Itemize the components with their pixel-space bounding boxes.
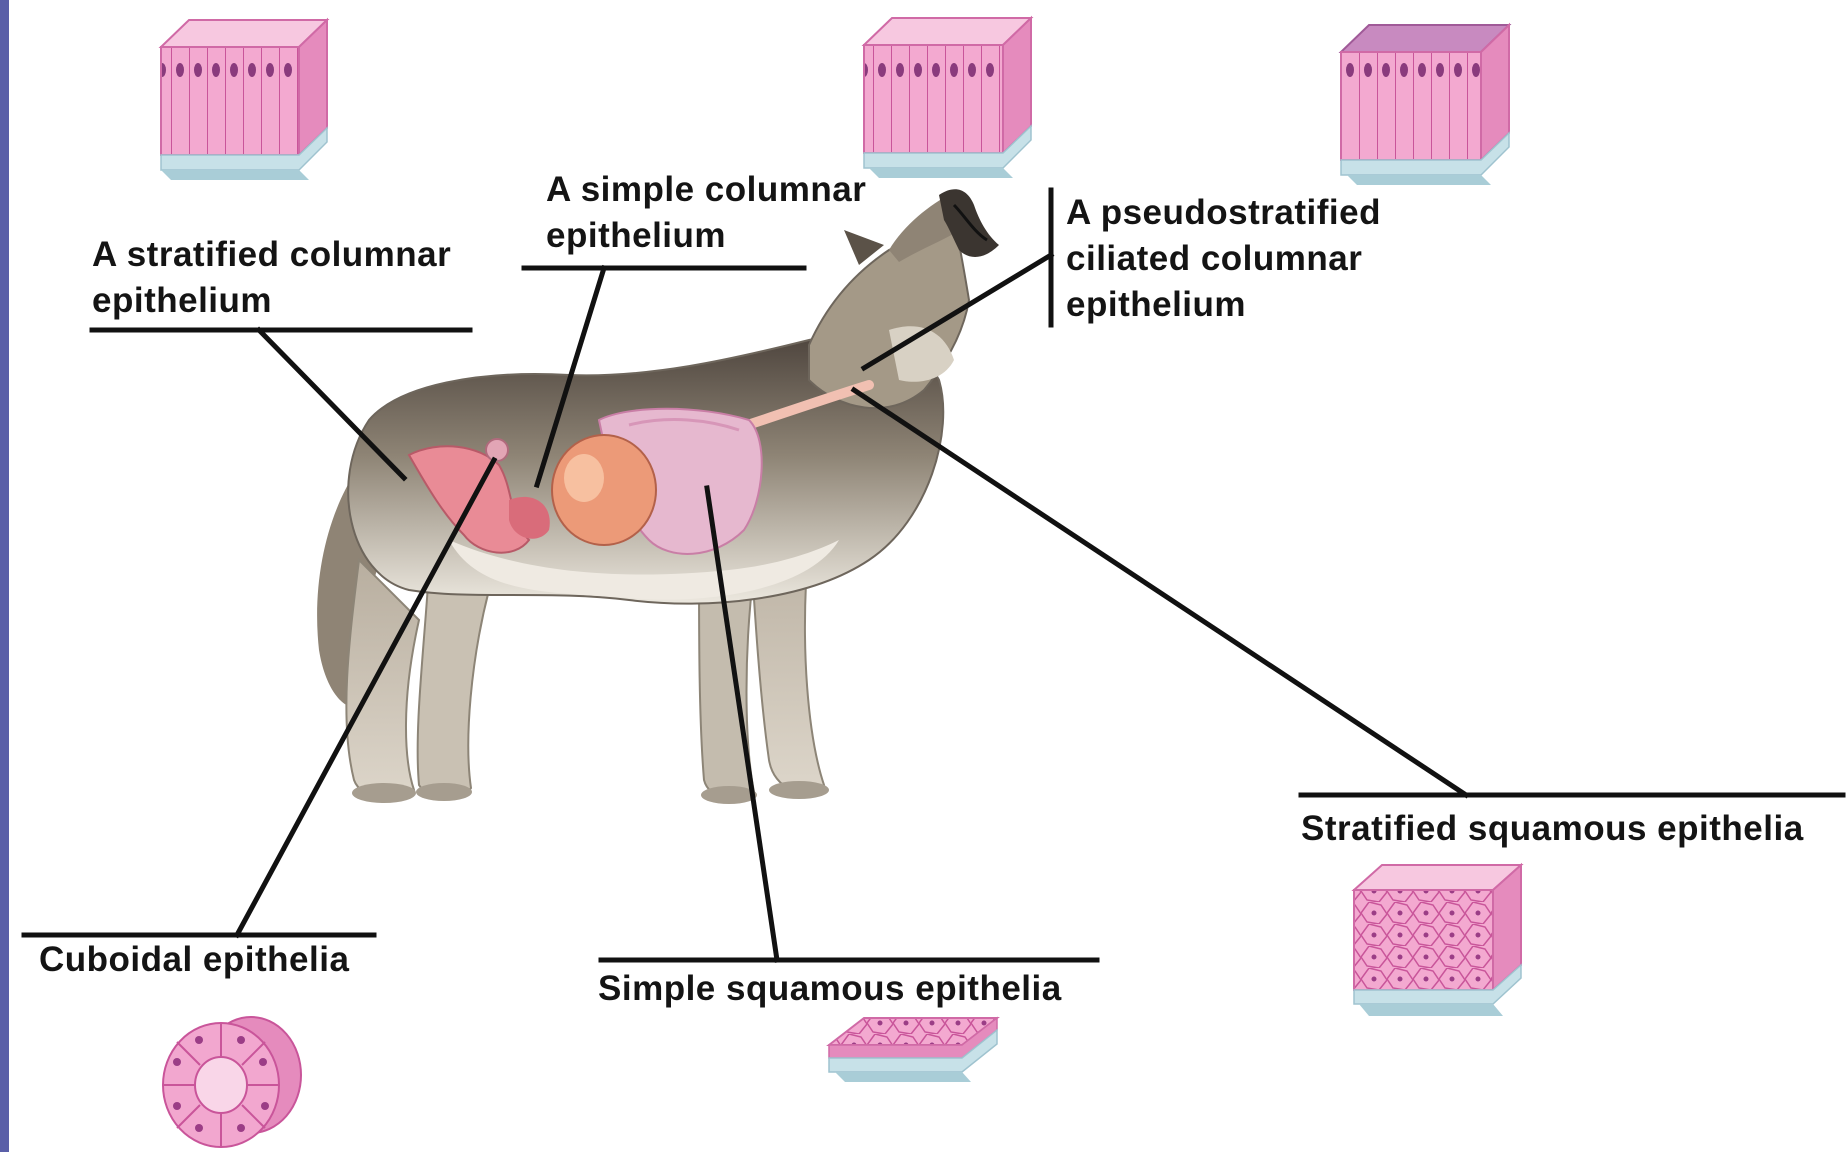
label-pseudostratified: A pseudostratified ciliated columnar epi…	[1066, 190, 1381, 328]
label-simple-columnar: A simple columnar epithelium	[546, 167, 866, 259]
label-line: epithelium	[92, 278, 451, 324]
label-stratified-columnar: A stratified columnar epithelium	[92, 232, 451, 324]
label-line: Cuboidal epithelia	[39, 937, 349, 983]
label-line: A simple columnar	[546, 167, 866, 213]
simple-squamous-tissue-icon	[829, 1018, 997, 1082]
label-line: Stratified squamous epithelia	[1301, 806, 1804, 852]
stratified-squamous-tissue-icon	[1354, 865, 1521, 1016]
stratified-squamous-leader	[854, 390, 1466, 795]
label-stratified-squamous: Stratified squamous epithelia	[1301, 806, 1804, 852]
diagram-canvas: A stratified columnar epithelium A simpl…	[9, 0, 1848, 1152]
label-line: epithelium	[546, 213, 866, 259]
label-line: A pseudostratified	[1066, 190, 1381, 236]
label-line: A stratified columnar	[92, 232, 451, 278]
pseudostratified-tissue-icon	[1341, 25, 1509, 185]
cuboidal-tube-icon	[163, 1017, 301, 1147]
label-simple-squamous: Simple squamous epithelia	[598, 966, 1062, 1012]
stratified-columnar-tissue-icon	[161, 20, 327, 180]
label-line: Simple squamous epithelia	[598, 966, 1062, 1012]
label-line: epithelium	[1066, 282, 1381, 328]
label-cuboidal: Cuboidal epithelia	[39, 937, 349, 983]
stratified-columnar-leader	[259, 330, 404, 478]
label-line: ciliated columnar	[1066, 236, 1381, 282]
simple-columnar-tissue-icon	[864, 18, 1031, 178]
